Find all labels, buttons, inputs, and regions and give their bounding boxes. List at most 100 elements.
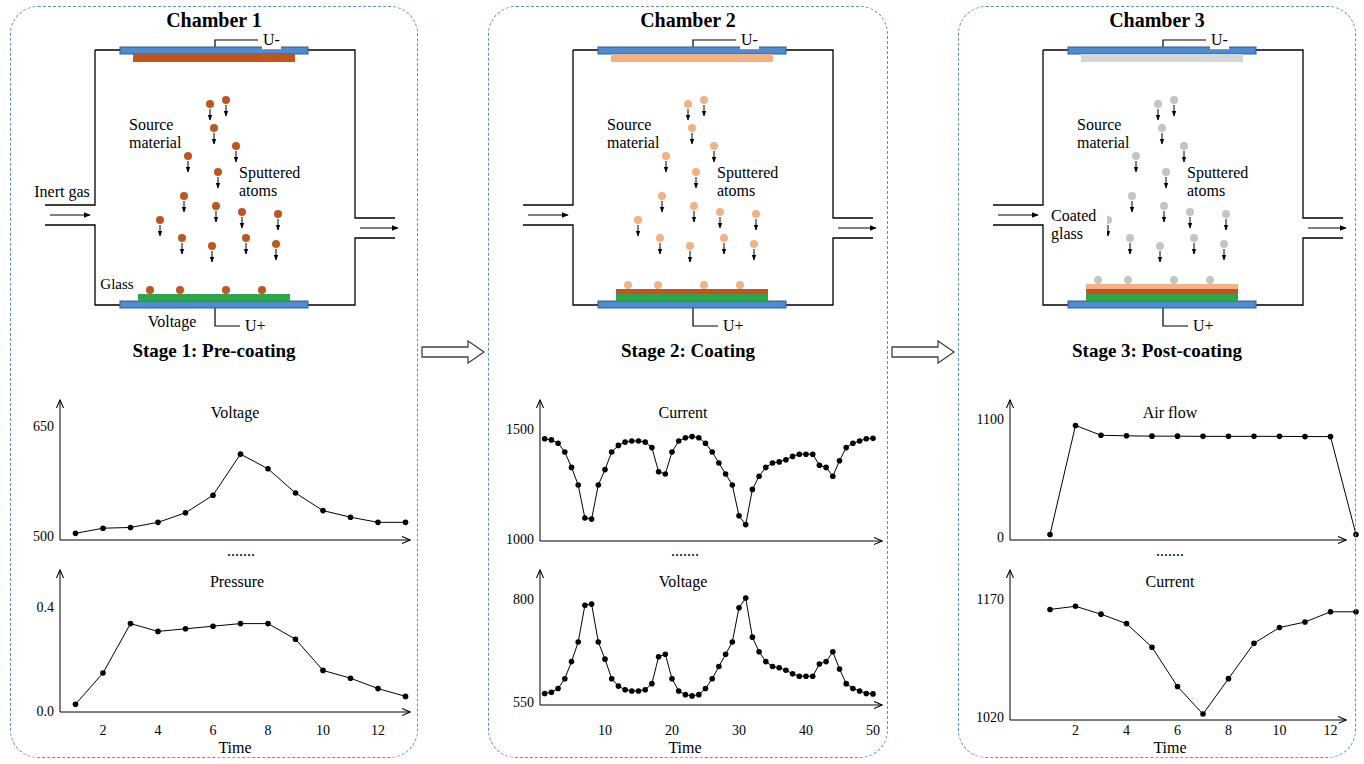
motion-arrow (660, 243, 661, 254)
y-axis (1010, 400, 1011, 540)
tick-label: 800 (512, 592, 535, 607)
target-material (611, 54, 773, 62)
motion-arrow (714, 151, 715, 162)
stage-title: Stage 1: Pre-coating (132, 340, 295, 362)
motion-arrow (662, 201, 663, 212)
motion-arrow (1224, 249, 1225, 260)
motion-arrow (210, 109, 211, 120)
sputtered-atom (624, 281, 632, 289)
series-line (545, 598, 873, 696)
series-point (790, 454, 796, 460)
tick-label: 4 (154, 723, 163, 738)
series-point (756, 473, 762, 479)
part-label: Source material (1076, 116, 1146, 151)
y-axis (540, 570, 541, 705)
series-point (1328, 434, 1334, 440)
sputtered-atom (242, 234, 250, 242)
motion-arrow (720, 217, 721, 228)
terminal-label: U+ (1192, 317, 1215, 335)
chart-title: Air flow (1142, 404, 1199, 422)
series-point (756, 649, 762, 655)
tick-label: 8 (1224, 723, 1233, 738)
series-point (1277, 434, 1283, 440)
motion-arrow (1132, 201, 1133, 212)
sputtered-atom (634, 216, 642, 224)
sputtered-atom (214, 168, 222, 176)
line-chart (60, 400, 410, 540)
chamber-title: Chamber 1 (166, 9, 262, 32)
stage-panel: Chamber 1 Stage 1: Pre-coating (10, 6, 418, 758)
sputtered-atom (176, 286, 184, 294)
series-point (555, 686, 561, 692)
tick-label: 40 (798, 723, 814, 738)
series-point (776, 459, 782, 465)
series-point (542, 436, 548, 442)
series-point (575, 482, 581, 488)
line-chart (1010, 570, 1359, 720)
gas-inlet-arrow (50, 214, 90, 215)
series-point (776, 665, 782, 671)
series-point (642, 687, 648, 693)
tick-label: 6 (209, 723, 218, 738)
tick-label: 20 (664, 723, 680, 738)
series-point (870, 691, 876, 697)
series-point (1251, 434, 1257, 440)
x-axis (540, 705, 882, 706)
sputter-chamber (45, 40, 398, 326)
series-point (770, 460, 776, 466)
series-line (76, 454, 406, 533)
series-point (1328, 609, 1334, 615)
series-point (797, 673, 803, 679)
chamber-title: Chamber 3 (1109, 9, 1205, 32)
anode-plate (598, 301, 786, 308)
series-point (723, 471, 729, 477)
sputtered-atom (156, 216, 164, 224)
tick-label: 650 (32, 419, 55, 434)
tick-label: 50 (865, 723, 881, 738)
series-point (763, 465, 769, 471)
stage-title: Stage 3: Post-coating (1072, 340, 1242, 362)
line-chart (60, 570, 410, 712)
motion-arrow (276, 249, 277, 260)
series-point (797, 451, 803, 457)
sputtered-atom (686, 242, 694, 250)
series-point (622, 687, 628, 693)
chart-title: Current (1145, 573, 1196, 591)
series-point (689, 693, 695, 699)
sputtered-atom (258, 286, 266, 294)
x-axis (540, 541, 882, 542)
series-point (1302, 434, 1308, 440)
motion-arrow (1160, 251, 1161, 262)
series-point (696, 435, 702, 441)
series-point (770, 664, 776, 670)
tick-label: 1500 (505, 422, 535, 437)
sputtered-atom (208, 242, 216, 250)
series-point (709, 449, 715, 455)
series-point (616, 443, 622, 449)
sputtered-atom (710, 142, 718, 150)
sputtered-atom (222, 96, 230, 104)
motion-arrow (666, 161, 667, 172)
series-point (730, 482, 736, 488)
terminal-label: U- (1210, 31, 1229, 49)
series-point (870, 436, 876, 442)
series-point (562, 449, 568, 455)
series-point (716, 664, 722, 670)
motion-arrow (188, 161, 189, 172)
series-point (823, 659, 829, 665)
x-axis (1010, 720, 1346, 721)
series-point (1073, 603, 1079, 609)
y-axis (60, 400, 61, 540)
series-point (375, 686, 381, 692)
motion-arrow (246, 243, 247, 254)
part-label: Glass (99, 276, 134, 293)
motion-arrow (1164, 211, 1165, 222)
series-point (1251, 640, 1257, 646)
motion-arrow (216, 211, 217, 222)
series-point (689, 434, 695, 440)
series-point (716, 460, 722, 466)
tick-label: 4 (1122, 723, 1131, 738)
sputtered-atom (1186, 208, 1194, 216)
series-point (403, 520, 409, 526)
